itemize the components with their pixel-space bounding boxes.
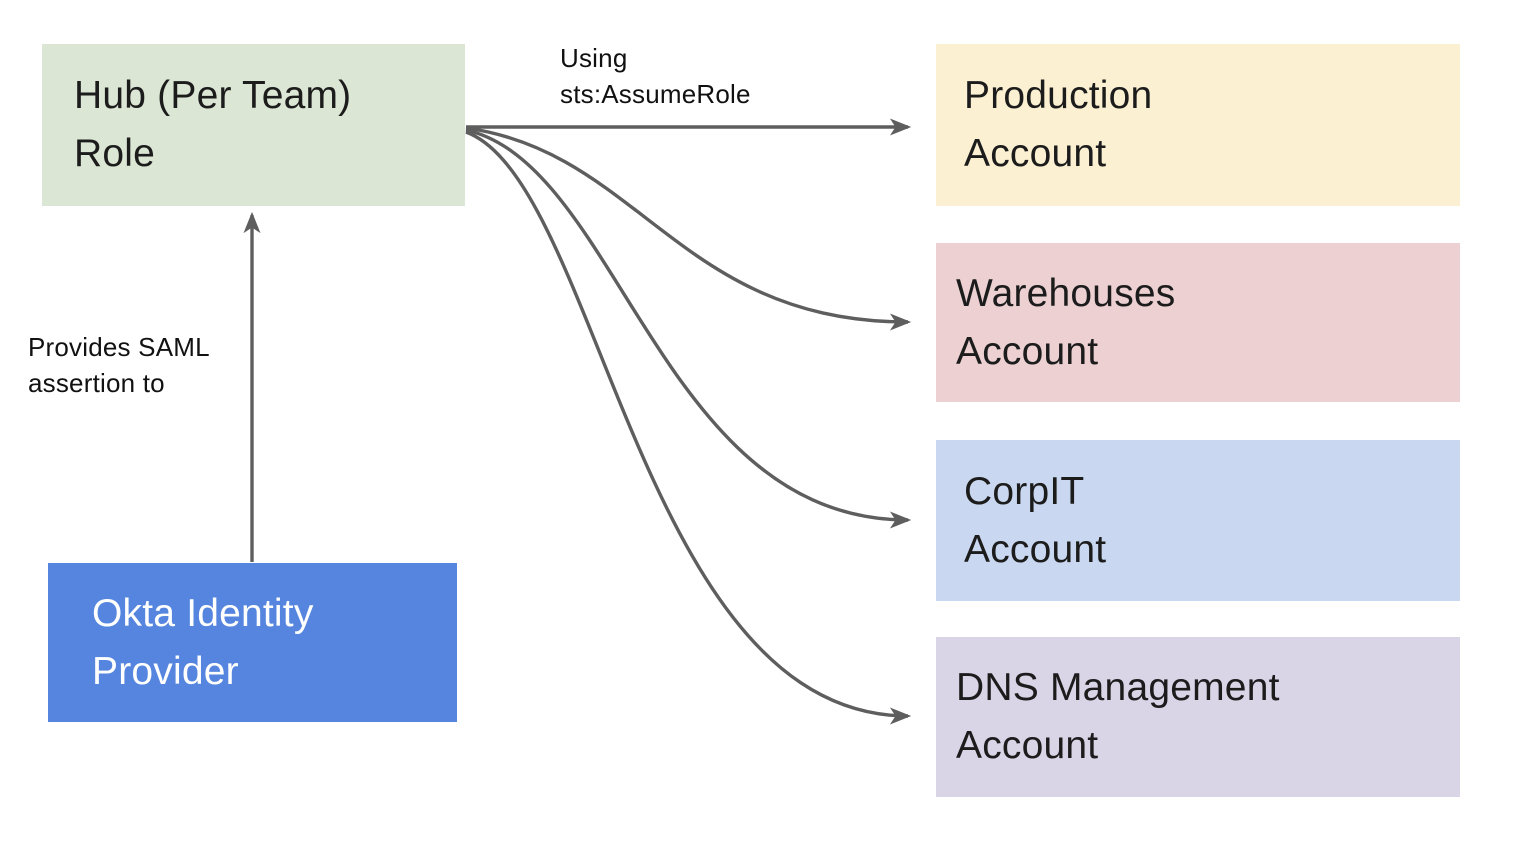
node-corpit-label-line2: Account — [964, 527, 1107, 571]
node-hub-role: Hub (Per Team) Role — [42, 44, 465, 206]
node-production-label-line1: Production — [964, 74, 1153, 117]
arrow-hub-to-warehouses — [465, 126, 912, 331]
node-okta-label-line2: Provider — [92, 649, 239, 693]
edge-label-sts-line2: sts:AssumeRole — [560, 79, 751, 109]
node-okta-identity-provider: Okta Identity Provider — [48, 563, 457, 722]
node-warehouses-account: Warehouses Account — [936, 243, 1460, 402]
node-okta-label-line1: Okta Identity — [92, 591, 314, 635]
node-dns-label-line1: DNS Management — [956, 666, 1280, 709]
edge-label-saml-line2: assertion to — [28, 368, 165, 398]
node-dns-label-line2: Account — [956, 724, 1099, 767]
arrow-hub-to-corpit — [465, 128, 912, 529]
node-dns-management-account: DNS Management Account — [936, 637, 1460, 797]
edge-label-sts-assumerole: Using sts:AssumeRole — [560, 40, 751, 112]
edge-label-saml-line1: Provides SAML — [28, 332, 210, 362]
node-warehouses-label-line1: Warehouses — [956, 271, 1176, 315]
edge-label-sts-line1: Using — [560, 43, 628, 73]
node-production-account: Production Account — [936, 44, 1460, 206]
arrow-hub-to-dns — [465, 130, 912, 725]
node-hub-role-label-line2: Role — [74, 132, 156, 175]
node-hub-role-label-line1: Hub (Per Team) — [74, 74, 352, 117]
node-production-label-line2: Account — [964, 132, 1107, 175]
node-corpit-account: CorpIT Account — [936, 440, 1460, 601]
edge-label-saml-assertion: Provides SAML assertion to — [28, 329, 210, 401]
node-corpit-label-line1: CorpIT — [964, 469, 1085, 513]
node-warehouses-label-line2: Account — [956, 329, 1099, 373]
